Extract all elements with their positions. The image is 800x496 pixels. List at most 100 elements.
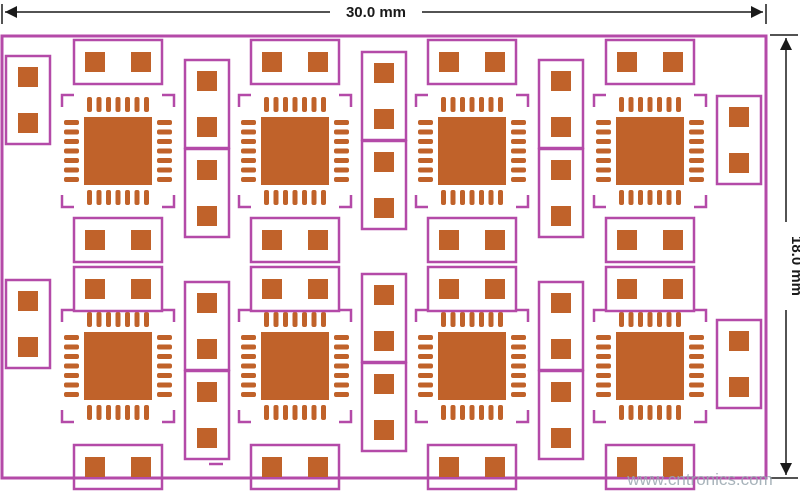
qfn-pin-pad [676,312,681,327]
qfn-pin-pad [657,405,662,420]
qfn-pin-pad [511,158,526,163]
component-pad [551,339,571,359]
component-pad [663,52,683,72]
component-pad [439,52,459,72]
qfn-pin-pad [628,190,634,205]
qfn-pin-pad [479,97,484,112]
qfn-pin-pad [619,97,624,112]
qfn-pin-pad [241,335,256,340]
qfn-pin-pad [311,190,317,205]
qfn-pin-pad [64,354,79,359]
qfn-pin-pad [511,344,526,350]
qfn-pin-pad [619,190,624,205]
qfn-pin-pad [647,97,653,112]
component-pad [374,109,394,129]
component-pad [308,52,328,72]
qfn-outline-corner [694,410,708,424]
qfn-outline-corner [60,93,74,107]
qfn-pin-pad [283,97,288,112]
height-label: 18.0 mm [788,236,800,296]
qfn-pin-pad [321,312,326,327]
height-dimension: 18.0 mm [770,34,800,479]
qfn-pin-pad [628,312,634,327]
component-pad [308,230,328,250]
qfn-outline-corner [694,195,708,209]
qfn-pin-pad [334,392,349,397]
qfn-pin-pad [498,97,503,112]
component-pad [374,63,394,83]
component-pad [374,285,394,305]
qfn-thermal-pad [261,117,329,185]
qfn-pin-pad [64,158,79,163]
qfn-pin-pad [283,405,288,420]
qfn-pin-pad [657,312,662,327]
qfn-pin-pad [64,344,79,350]
qfn-pin-pad [460,405,465,420]
component-pad [617,457,637,477]
component-pad [551,382,571,402]
qfn-pin-pad [64,139,79,144]
qfn-thermal-pad [261,332,329,400]
component-pad [308,457,328,477]
vertical-component-outline [4,54,52,146]
component-pad [729,331,749,351]
qfn-pin-pad [511,392,526,397]
qfn-pin-pad [666,97,672,112]
qfn-pin-pad [450,405,456,420]
qfn-pin-pad [619,405,624,420]
qfn-pin-pad [511,167,526,173]
qfn-outline-corner [162,410,176,424]
qfn-pin-pad [157,129,172,135]
qfn-pin-pad [689,129,704,135]
qfn-pin-pad [273,405,279,420]
qfn-pin-pad [241,129,256,135]
component-pad [485,279,505,299]
qfn-pin-pad [441,97,446,112]
qfn-pin-pad [619,312,624,327]
qfn-pin-pad [596,158,611,163]
qfn-pin-pad [311,405,317,420]
qfn-pin-pad [418,363,433,369]
qfn-pin-pad [157,354,172,359]
qfn-pin-pad [157,120,172,125]
component-pad [663,279,683,299]
qfn-pin-pad [241,392,256,397]
horizontal-component-outline [72,216,164,264]
horizontal-component-outline [249,265,341,313]
qfn-pin-pad [115,405,121,420]
qfn-pin-pad [87,405,92,420]
qfn-pin-pad [106,312,111,327]
qfn-pin-pad [134,190,140,205]
vertical-component-outline [537,147,585,239]
qfn-pin-pad [689,373,704,378]
qfn-pin-pad [321,190,326,205]
qfn-pin-pad [115,312,121,327]
qfn-outline-corner [414,195,428,209]
qfn-pin-pad [469,405,475,420]
qfn-pin-pad [488,97,494,112]
component-pad [439,279,459,299]
component-pad [18,67,38,87]
qfn-pin-pad [647,190,653,205]
qfn-pin-pad [96,190,102,205]
component-pad [729,107,749,127]
qfn-pin-pad [488,312,494,327]
qfn-pin-pad [302,190,307,205]
qfn-pin-pad [311,97,317,112]
component-pad [262,457,282,477]
qfn-pin-pad [125,405,130,420]
qfn-pin-pad [106,190,111,205]
component-pad [374,198,394,218]
qfn-outline-corner [162,195,176,209]
qfn-pin-pad [334,335,349,340]
component-pad [617,52,637,72]
qfn-pin-pad [64,363,79,369]
qfn-pin-pad [134,97,140,112]
qfn-pin-pad [479,190,484,205]
qfn-pin-pad [157,139,172,144]
qfn-outline-corner [516,195,530,209]
qfn-pin-pad [689,139,704,144]
qfn-pin-pad [64,148,79,154]
qfn-pin-pad [64,120,79,125]
qfn-outline-corner [60,308,74,322]
